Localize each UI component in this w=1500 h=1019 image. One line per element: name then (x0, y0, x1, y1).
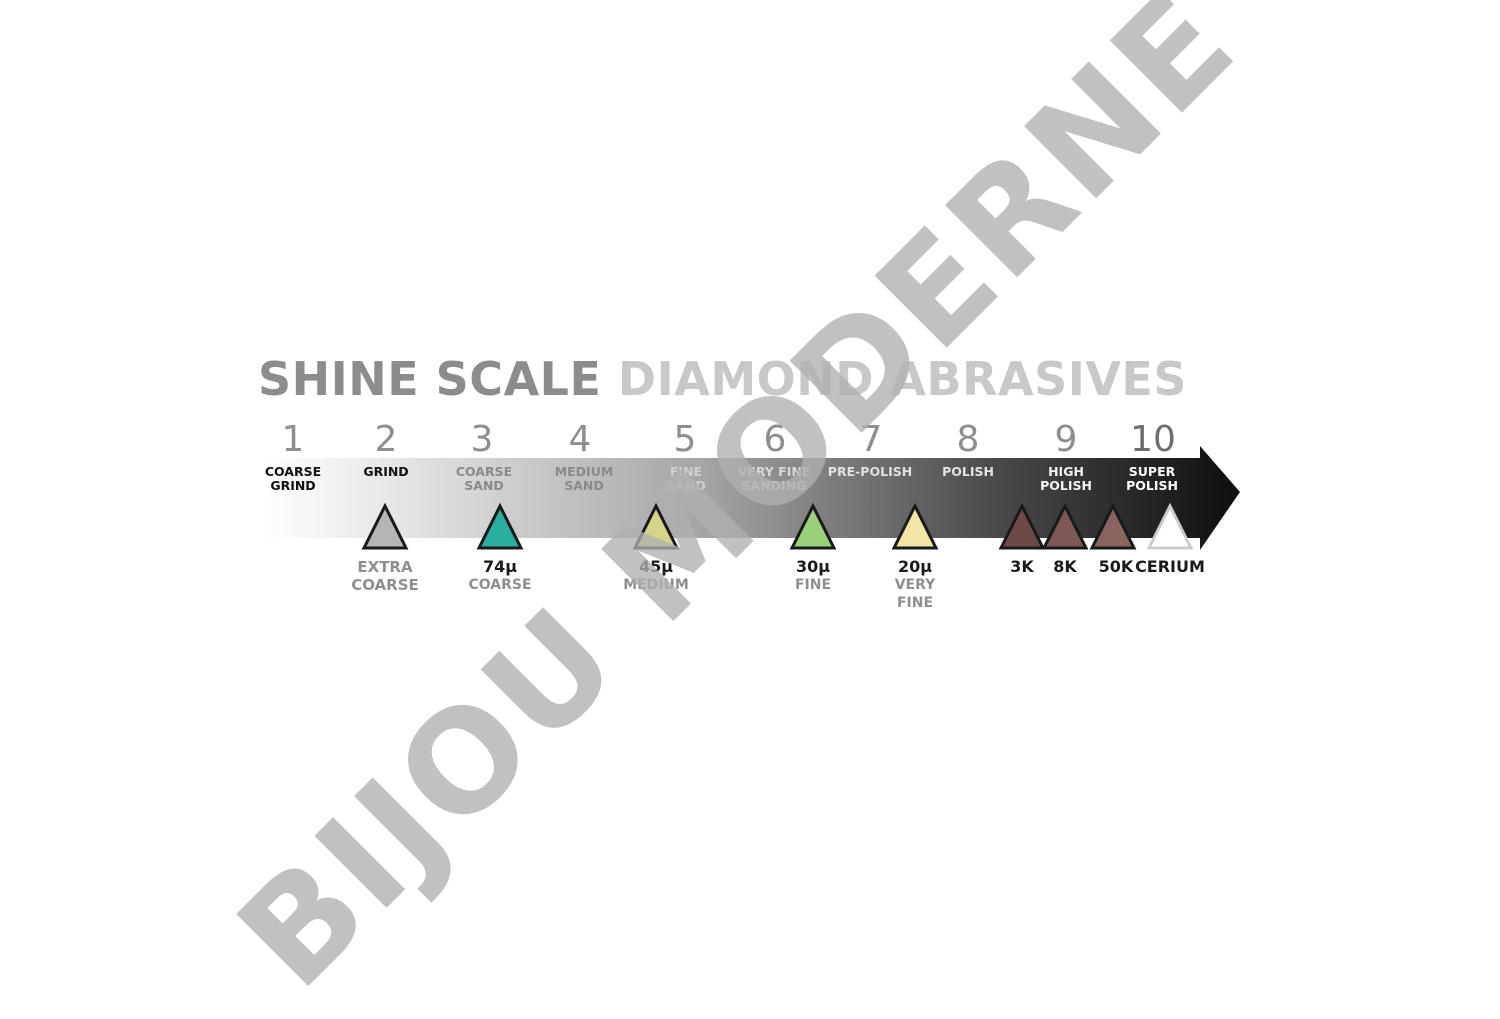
abrasive-grit: 3K (1010, 557, 1034, 576)
title-shine-scale: SHINE SCALE (258, 352, 602, 406)
abrasive-grit: 20μ (897, 557, 933, 576)
abrasive-label: 8K (1010, 558, 1120, 576)
scale-number-5: 5 (673, 419, 697, 460)
abrasive-label: 50K (1061, 558, 1171, 576)
scale-stage-label-4: MEDIUM SAND (554, 464, 614, 493)
abrasive-triangle-icon (998, 503, 1046, 550)
abrasive-label: EXTRA COARSE (330, 558, 440, 594)
abrasive-triangle-shape (361, 503, 409, 550)
diagram-title: SHINE SCALE DIAMOND ABRASIVES (258, 356, 1187, 402)
scale-stage-label-3: COARSE SAND (455, 464, 513, 493)
abrasive-grit: 45μ (638, 557, 674, 576)
abrasive-label: CERIUM (1115, 558, 1225, 576)
abrasive-grade: COARSE (468, 577, 532, 593)
abrasive-label: 3K (967, 558, 1077, 576)
abrasive-triangle-shape (998, 503, 1046, 550)
scale-stage-label-5: FINE SAND (666, 464, 706, 493)
abrasive-triangle-icon (361, 503, 409, 550)
abrasive-grit: CERIUM (1135, 557, 1205, 576)
abrasive-triangle-shape (789, 503, 837, 550)
scale-number-1: 1 (281, 419, 305, 460)
abrasive-triangle-icon (1041, 503, 1089, 550)
scale-number-7: 7 (859, 419, 883, 460)
abrasive-grade: EXTRA COARSE (351, 558, 419, 594)
scale-number-2: 2 (374, 419, 398, 460)
abrasive-grade: MEDIUM (623, 577, 689, 593)
abrasive-grit: 30μ (795, 557, 831, 576)
scale-stage-label-6: VERY FINE SANDING (737, 464, 811, 493)
scale-stage-label-10: SUPER POLISH (1126, 464, 1178, 493)
scale-stage-label-2: GRIND (363, 464, 409, 479)
abrasive-triangle-icon (789, 503, 837, 550)
abrasive-triangle-shape (476, 503, 524, 550)
scale-number-9: 9 (1054, 419, 1078, 460)
abrasive-triangle-icon (476, 503, 524, 550)
scale-number-8: 8 (956, 419, 980, 460)
abrasive-triangle-icon (1089, 503, 1137, 550)
scale-number-4: 4 (568, 419, 592, 460)
scale-stage-label-7: PRE-POLISH (827, 464, 913, 479)
scale-stage-label-1: COARSE GRIND (264, 464, 322, 493)
abrasive-grade: FINE (794, 577, 832, 593)
abrasive-grit: 8K (1053, 557, 1077, 576)
abrasive-triangle-icon (632, 503, 680, 550)
abrasive-triangle-shape (891, 503, 939, 550)
scale-number-3: 3 (470, 419, 494, 460)
abrasive-grit: 74μ (482, 557, 518, 576)
abrasive-triangle-icon (1146, 503, 1194, 550)
abrasive-triangle-shape (1146, 503, 1194, 550)
abrasive-grit: 50K (1098, 557, 1134, 576)
abrasive-grade: VERY FINE (894, 577, 936, 611)
abrasive-triangle-shape (632, 503, 680, 550)
scale-stage-label-8: POLISH (942, 464, 994, 479)
scale-stage-label-9: HIGH POLISH (1040, 464, 1092, 493)
scale-number-10: 10 (1130, 419, 1176, 460)
abrasive-triangle-shape (1089, 503, 1137, 550)
abrasive-triangle-shape (1041, 503, 1089, 550)
abrasive-triangle-icon (891, 503, 939, 550)
scale-number-6: 6 (763, 419, 787, 460)
title-diamond-abrasives: DIAMOND ABRASIVES (617, 352, 1187, 406)
